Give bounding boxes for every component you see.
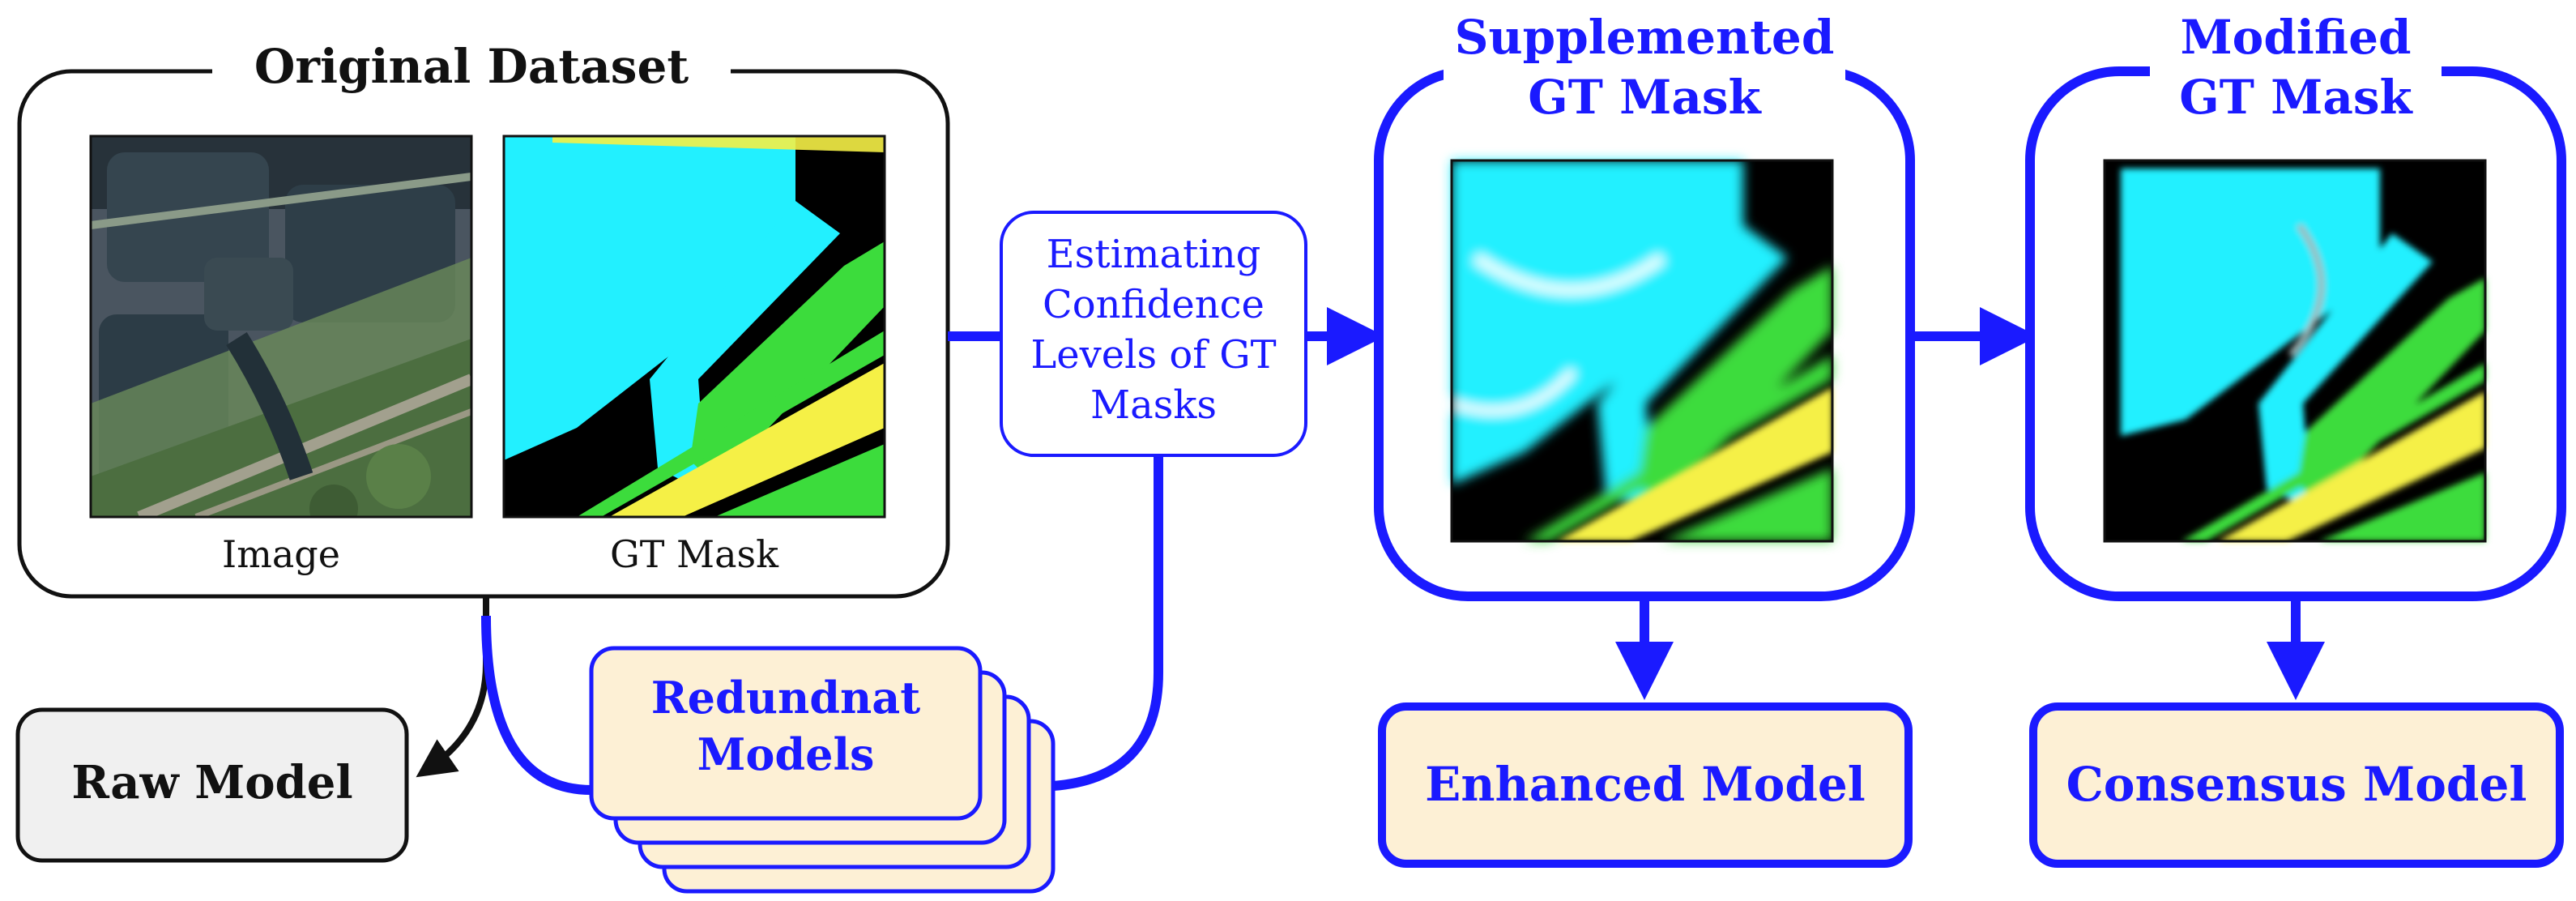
gt-mask-caption: GT Mask xyxy=(610,532,779,576)
supplemented-mask-image xyxy=(1450,159,1834,543)
modified-title-line-2: GT Mask xyxy=(2179,70,2413,125)
supplemented-title-line-1: Supplemented xyxy=(1455,10,1835,65)
raw-model-label: Raw Model xyxy=(71,756,352,809)
arrow-to-raw-model xyxy=(416,596,489,778)
confidence-line-4: Masks xyxy=(1090,382,1217,428)
consensus-model-label: Consensus Model xyxy=(2066,757,2527,812)
supplemented-mask-panel: Supplemented GT Mask xyxy=(1374,8,1915,601)
model-card-1 xyxy=(589,646,983,821)
redundant-models-stack: Redundnat Models xyxy=(589,646,1056,894)
image-caption: Image xyxy=(222,532,340,576)
raw-model-node: Raw Model xyxy=(15,707,409,863)
consensus-model-node: Consensus Model xyxy=(2029,702,2564,868)
modified-mask-panel: Modified GT Mask xyxy=(2025,8,2566,601)
confidence-line-3: Levels of GT xyxy=(1030,332,1276,378)
original-dataset-panel: Original Dataset Image xyxy=(17,32,950,599)
confidence-line-2: Confidence xyxy=(1043,282,1265,327)
supplemented-title-line-2: GT Mask xyxy=(1528,70,1762,125)
confidence-line-1: Estimating xyxy=(1047,232,1261,277)
connector-dataset-to-models xyxy=(481,615,592,795)
satellite-image xyxy=(89,135,473,519)
gt-mask-image xyxy=(502,135,886,519)
modified-mask-image xyxy=(2103,159,2487,543)
enhanced-model-label: Enhanced Model xyxy=(1425,757,1866,812)
confidence-estimation-node: Estimating Confidence Levels of GT Masks xyxy=(1000,211,1307,457)
redundant-models-line-2: Models xyxy=(697,728,875,780)
redundant-models-line-1: Redundnat xyxy=(651,672,921,724)
original-dataset-title: Original Dataset xyxy=(254,39,689,94)
enhanced-model-node: Enhanced Model xyxy=(1378,702,1913,868)
modified-title-line-1: Modified xyxy=(2180,10,2411,65)
connector-models-to-confidence xyxy=(1052,454,1163,791)
